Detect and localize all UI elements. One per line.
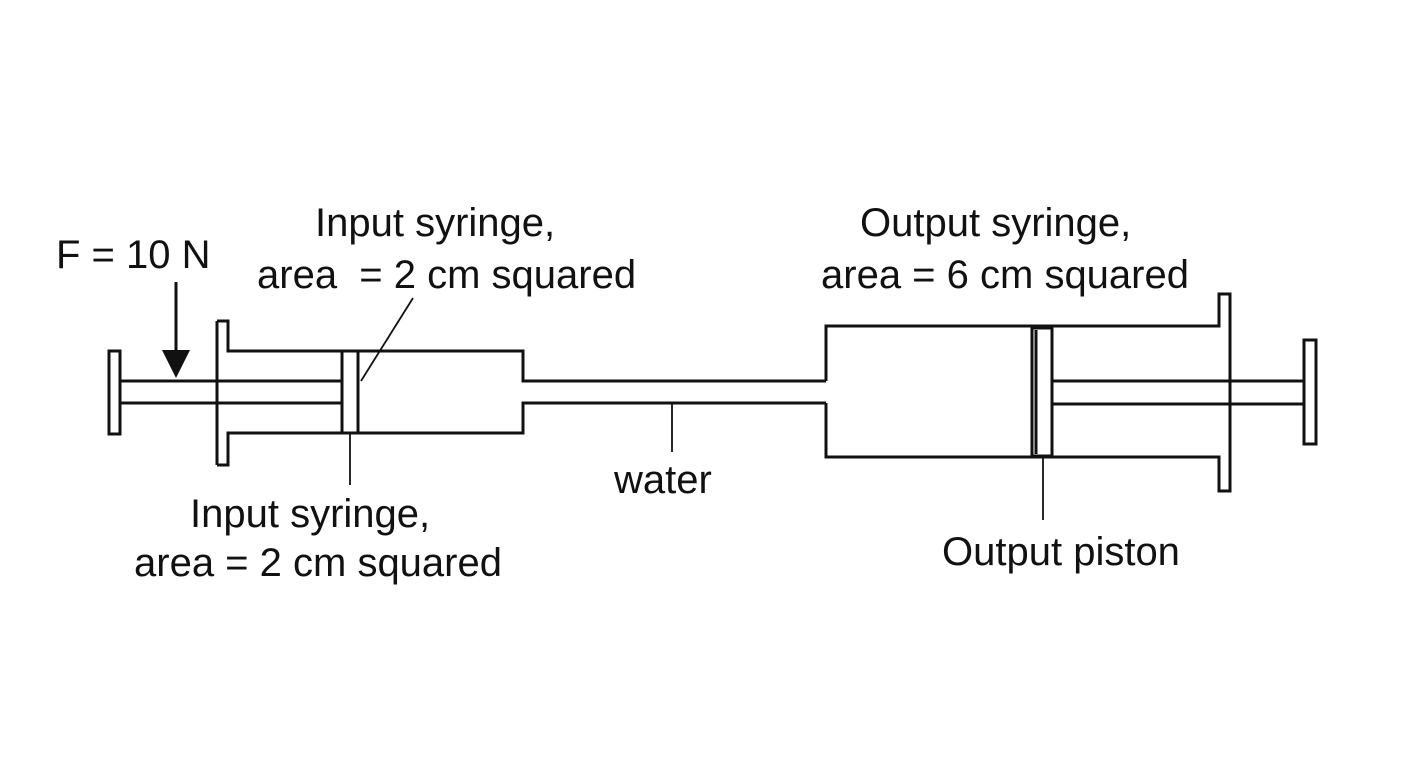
input-syringe-bottom-line1: Input syringe, [190, 492, 430, 536]
input-syringe-top-line1: Input syringe, [315, 201, 555, 245]
input-plunger-cap [107, 349, 122, 436]
input-plunger-rod [120, 379, 342, 405]
force-arrow [162, 282, 190, 378]
output-piston-label: Output piston [942, 530, 1180, 574]
input-syringe-bottom-line2: area = 2 cm squared [134, 541, 502, 585]
input-syringe-top-line2: area = 2 cm squared [257, 253, 636, 297]
output-plunger-cap [1302, 338, 1318, 446]
output-syringe [824, 292, 1318, 493]
water-label: water [613, 458, 712, 502]
input-barrel [215, 319, 826, 467]
output-syringe-line2: area = 6 cm squared [821, 253, 1189, 297]
arrow-head-icon [162, 350, 190, 378]
force-label: F = 10 N [56, 233, 211, 277]
output-barrel [824, 292, 1232, 493]
input-piston [340, 349, 360, 435]
output-plunger-rod [1052, 379, 1304, 406]
leader-input-top [360, 297, 414, 382]
output-piston [1030, 326, 1054, 458]
output-syringe-line1: Output syringe, [860, 201, 1131, 245]
input-syringe [107, 319, 826, 467]
